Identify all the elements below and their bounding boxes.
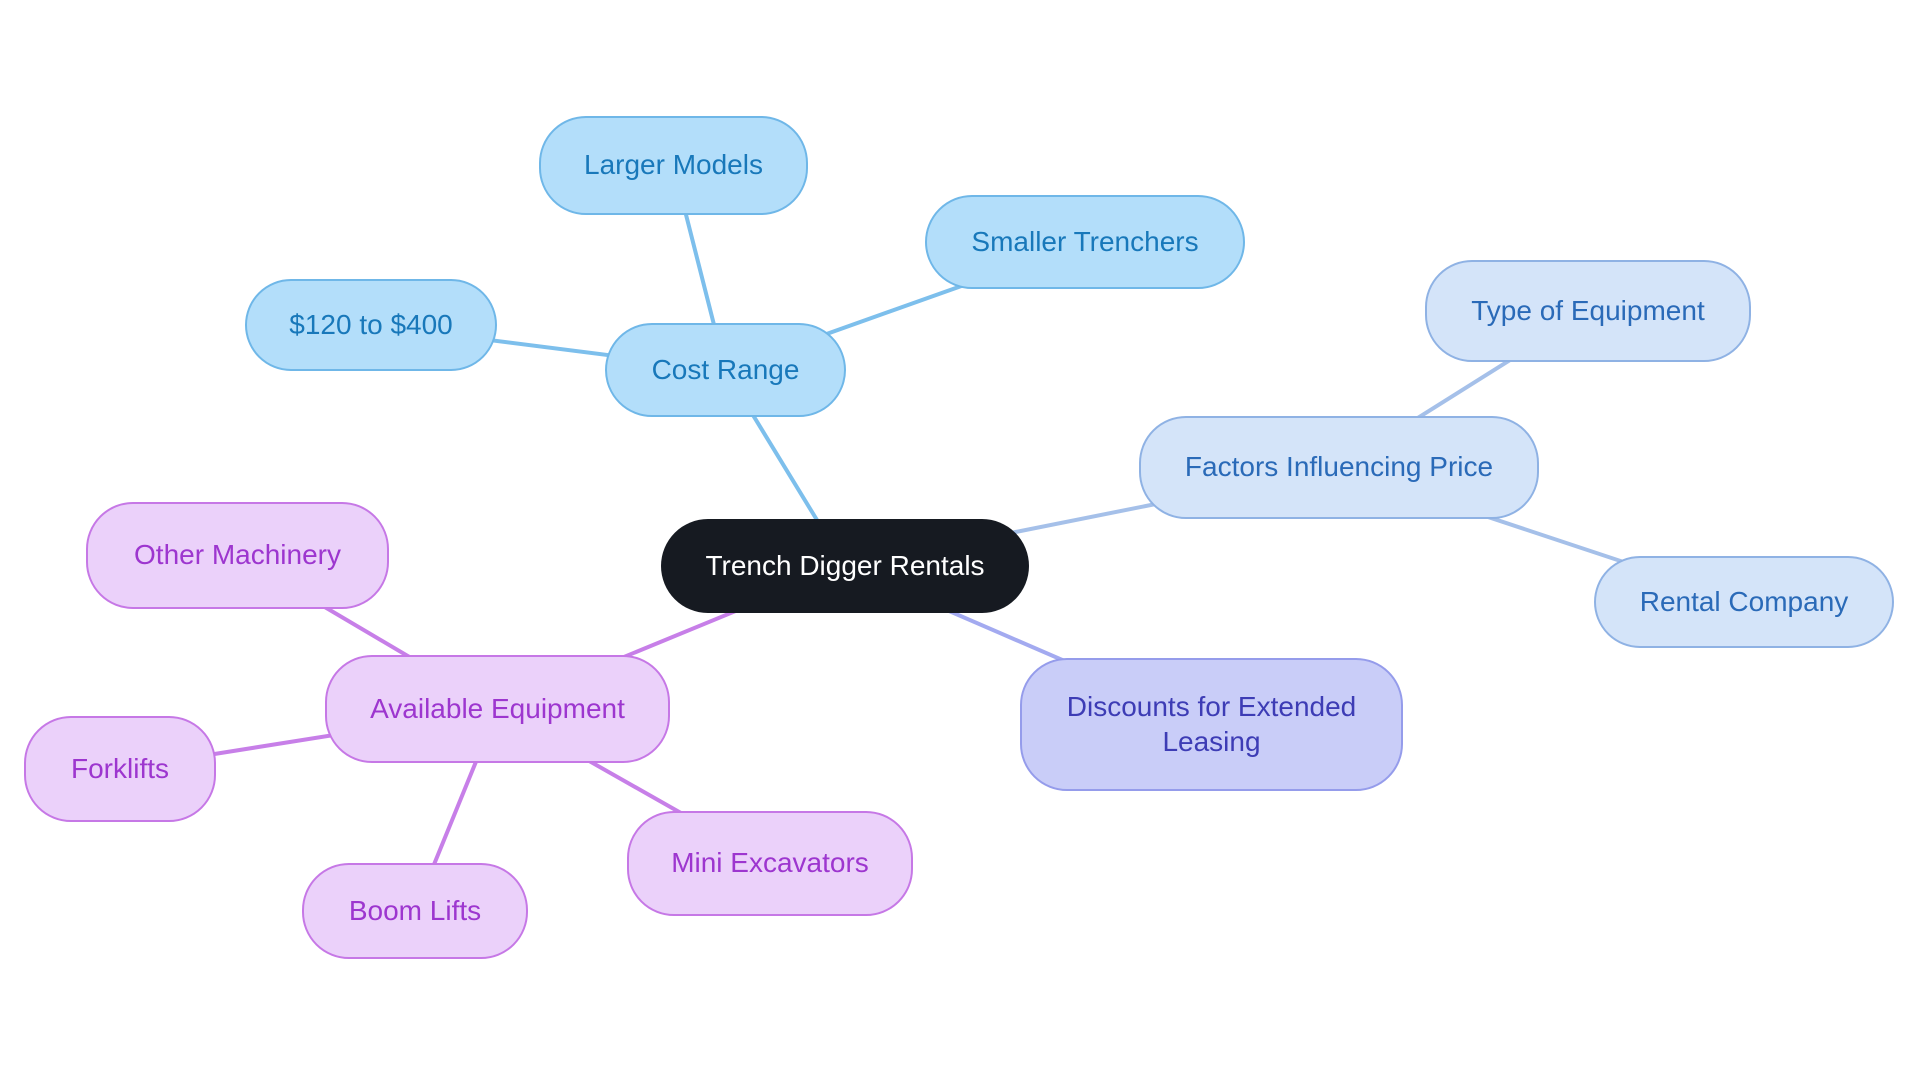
node-forklifts[interactable]: Forklifts [24, 716, 216, 822]
node-other-machinery[interactable]: Other Machinery [86, 502, 389, 609]
node-smaller-trenchers[interactable]: Smaller Trenchers [925, 195, 1245, 289]
node-price-range[interactable]: $120 to $400 [245, 279, 497, 371]
node-discounts-extended-leasing[interactable]: Discounts for Extended Leasing [1020, 658, 1403, 791]
node-factors-influencing-price[interactable]: Factors Influencing Price [1139, 416, 1539, 519]
node-cost-range[interactable]: Cost Range [605, 323, 846, 417]
node-boom-lifts[interactable]: Boom Lifts [302, 863, 528, 959]
node-available-equipment[interactable]: Available Equipment [325, 655, 670, 763]
node-trench-digger-rentals[interactable]: Trench Digger Rentals [661, 519, 1029, 613]
node-larger-models[interactable]: Larger Models [539, 116, 808, 215]
node-mini-excavators[interactable]: Mini Excavators [627, 811, 913, 916]
node-rental-company[interactable]: Rental Company [1594, 556, 1894, 648]
node-type-of-equipment[interactable]: Type of Equipment [1425, 260, 1751, 362]
